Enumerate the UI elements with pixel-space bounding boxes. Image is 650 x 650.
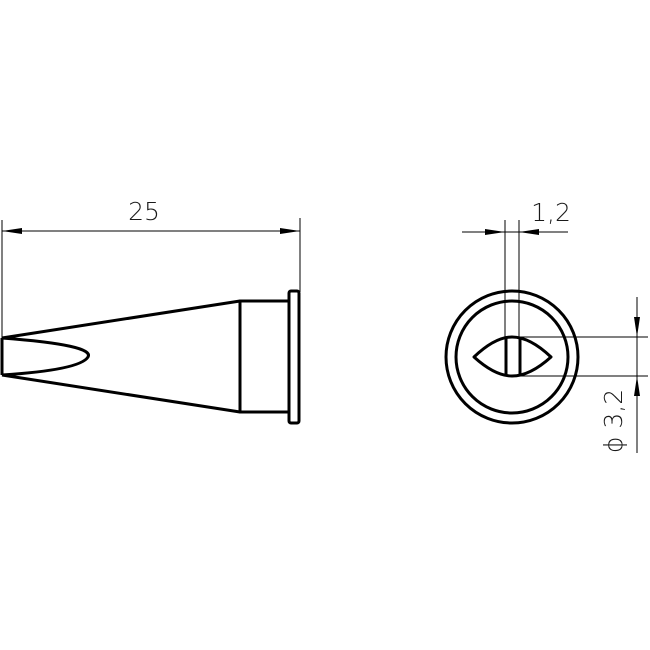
arrowhead-top-icon: [634, 317, 640, 337]
arrowhead-bottom-icon: [634, 376, 640, 396]
side-view: 25: [0, 197, 301, 425]
arrowhead-right-icon: [280, 228, 300, 234]
outer-circle: [444, 289, 580, 425]
diameter-label: ϕ 3,2: [599, 389, 628, 453]
tip-flange: [287, 289, 301, 425]
arrowhead-left-icon: [485, 229, 505, 235]
length-dimension: 25: [1, 197, 301, 338]
length-label: 25: [128, 197, 160, 226]
inner-circle: [454, 299, 570, 415]
chisel-bevel: [1, 336, 90, 377]
tip-body: [0, 299, 241, 414]
end-view: 1,2 ϕ 3,2: [444, 198, 648, 453]
chisel-profile: [472, 335, 553, 378]
tip-collar: [238, 299, 291, 414]
arrowhead-left-icon: [2, 228, 22, 234]
width-dimension: 1,2: [462, 198, 571, 338]
width-label: 1,2: [531, 198, 571, 227]
diameter-dimension: ϕ 3,2: [520, 297, 648, 453]
arrowhead-right-icon: [519, 229, 539, 235]
